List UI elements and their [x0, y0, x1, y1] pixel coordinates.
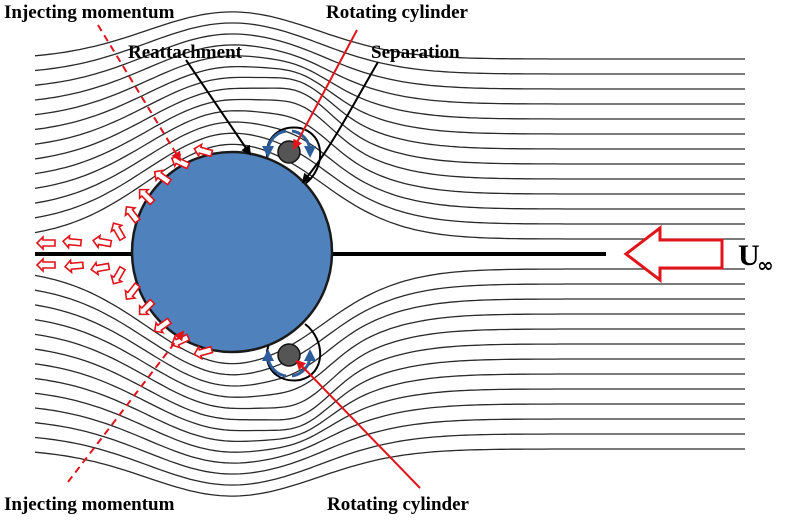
- injecting-bottom-leader: [67, 330, 185, 483]
- injection-arrow: [124, 206, 142, 225]
- injection-arrow: [153, 169, 173, 186]
- label-rotating-cylinder-bottom: Rotating cylinder: [327, 494, 470, 515]
- injection-arrow: [35, 257, 56, 273]
- top-rotation-arrowhead-left: [262, 146, 274, 158]
- injection-arrow: [61, 233, 83, 250]
- streamline: [34, 44, 745, 105]
- reattachment-leader: [185, 59, 252, 156]
- streamline: [34, 343, 745, 421]
- streamline: [34, 268, 745, 365]
- injection-arrows: [35, 142, 214, 361]
- injection-arrow: [90, 260, 111, 277]
- streamline: [34, 132, 745, 225]
- label-separation: Separation: [371, 42, 460, 63]
- label-injecting-momentum-bottom: Injecting momentum: [4, 494, 175, 515]
- label-rotating-cylinder-top: Rotating cylinder: [326, 2, 469, 23]
- streamline: [34, 403, 745, 464]
- injection-arrow: [193, 142, 214, 159]
- streamline: [34, 11, 745, 60]
- bottom-rotation-arrowhead-right: [304, 349, 316, 361]
- injection-arrow: [110, 265, 127, 285]
- streamline: [34, 87, 745, 165]
- injection-arrow: [63, 258, 85, 275]
- streamline: [34, 33, 745, 90]
- streamline: [34, 358, 745, 432]
- freestream-arrow: [623, 224, 724, 284]
- injection-arrow: [193, 344, 214, 361]
- streamline: [34, 313, 745, 398]
- freestream-velocity-symbol: U: [738, 239, 760, 272]
- freestream-velocity-subscript: ∞: [757, 253, 774, 277]
- streamline: [34, 433, 745, 486]
- rotating-bottom-leader: [295, 359, 421, 489]
- streamline: [34, 98, 745, 180]
- separation-leader: [301, 61, 379, 184]
- streamline: [34, 76, 745, 150]
- label-reattachment: Reattachment: [128, 42, 243, 63]
- streamline: [34, 22, 745, 75]
- streamline: [34, 418, 745, 475]
- bottom-rotating-cylinder: [277, 343, 301, 367]
- streamline: [34, 373, 745, 443]
- injection-arrow: [138, 188, 156, 206]
- streamline: [34, 65, 745, 135]
- injection-arrow: [92, 233, 113, 250]
- streamline: [34, 283, 745, 376]
- rotating-top-leader: [293, 29, 358, 150]
- streamline: [34, 143, 745, 240]
- injection-arrow: [124, 281, 142, 300]
- streamline: [34, 55, 745, 120]
- streamline: [34, 298, 745, 387]
- label-injecting-momentum-top: Injecting momentum: [4, 2, 175, 23]
- bottom-rotation-arrowhead-left: [262, 349, 274, 361]
- streamline: [34, 110, 745, 195]
- streamline: [34, 388, 745, 453]
- injecting-top-leader: [97, 24, 182, 162]
- main-cylinder: [130, 150, 334, 354]
- injection-arrow: [110, 222, 127, 242]
- streamline: [34, 328, 745, 410]
- injection-arrow: [35, 235, 56, 251]
- injection-arrow: [138, 298, 156, 316]
- injection-arrow: [153, 317, 173, 334]
- streamline: [34, 121, 745, 210]
- top-rotation-arrowhead-right: [304, 146, 316, 158]
